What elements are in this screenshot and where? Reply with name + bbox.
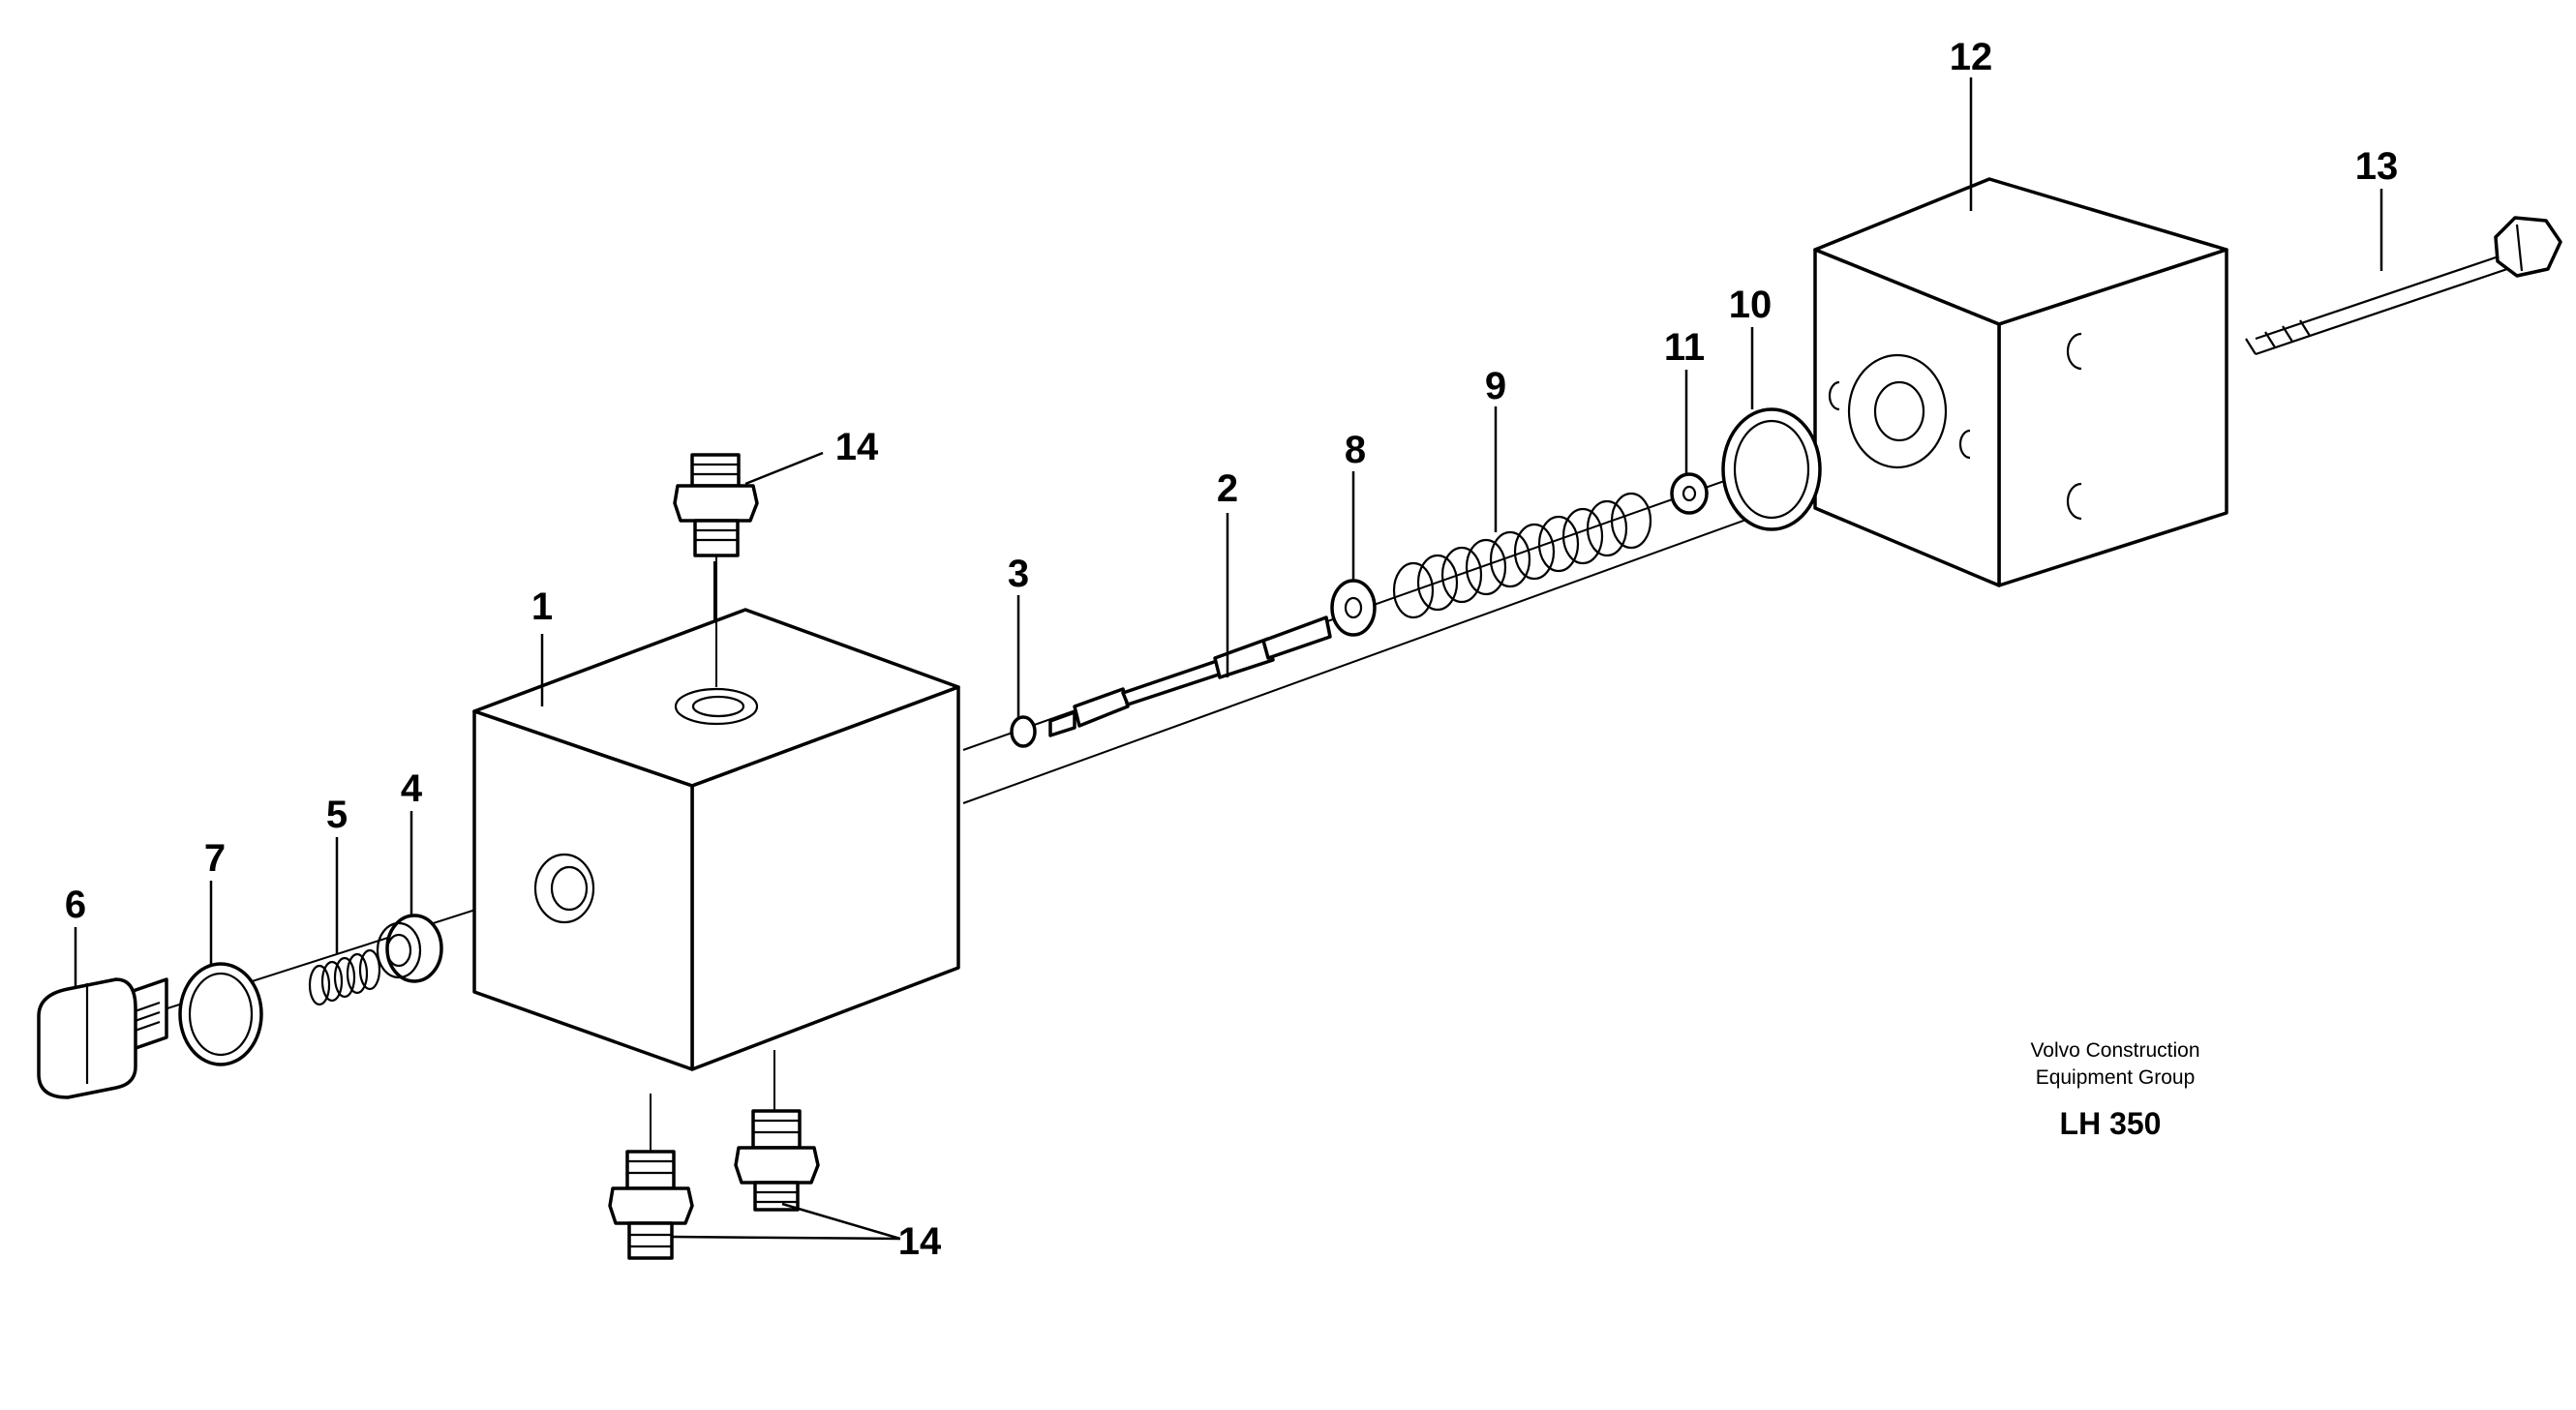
callout-4: 4 <box>401 767 423 810</box>
leader-lines <box>74 77 2383 1241</box>
callout-5: 5 <box>326 794 348 836</box>
callout-10: 10 <box>1729 284 1773 326</box>
callout-13: 13 <box>2355 145 2399 188</box>
washer-8 <box>1330 579 1377 637</box>
callout-2: 2 <box>1217 467 1238 510</box>
fitting-14-top <box>673 453 759 557</box>
callout-8: 8 <box>1345 429 1366 471</box>
callout-11: 11 <box>1664 326 1705 369</box>
washer-11 <box>1670 472 1709 515</box>
footer: Volvo Construction Equipment Group LH 35… <box>2030 1039 2199 1141</box>
seal-ring-10 <box>1721 407 1822 531</box>
spring-9 <box>1392 492 1652 619</box>
fitting-14-bottom-right <box>734 1109 820 1212</box>
o-ring-3 <box>1010 715 1037 748</box>
end-cap-block <box>1813 177 2228 587</box>
callout-7: 7 <box>204 837 226 880</box>
callout-6: 6 <box>65 884 86 926</box>
callout-9: 9 <box>1485 365 1506 407</box>
callout-1: 1 <box>531 585 553 628</box>
company-line-2: Equipment Group <box>2036 1066 2196 1089</box>
callout-14-top: 14 <box>835 426 879 468</box>
spring-5 <box>308 948 381 1006</box>
callout-12: 12 <box>1950 36 1993 78</box>
valve-block <box>472 608 960 1071</box>
fitting-14-bottom-left <box>608 1150 694 1260</box>
seal-ring-7 <box>178 962 263 1066</box>
callouts: 1 2 3 4 5 6 7 8 9 10 11 12 13 14 14 <box>65 36 2398 1263</box>
model-label: LH 350 <box>2060 1106 2162 1141</box>
callout-14-bottom: 14 <box>898 1220 942 1263</box>
bolt <box>2245 216 2562 356</box>
plug-6 <box>37 977 168 1099</box>
spool-2 <box>1048 615 1332 737</box>
callout-3: 3 <box>1008 553 1029 595</box>
company-line-1: Volvo Construction <box>2030 1039 2199 1062</box>
sleeve-4 <box>376 914 443 983</box>
